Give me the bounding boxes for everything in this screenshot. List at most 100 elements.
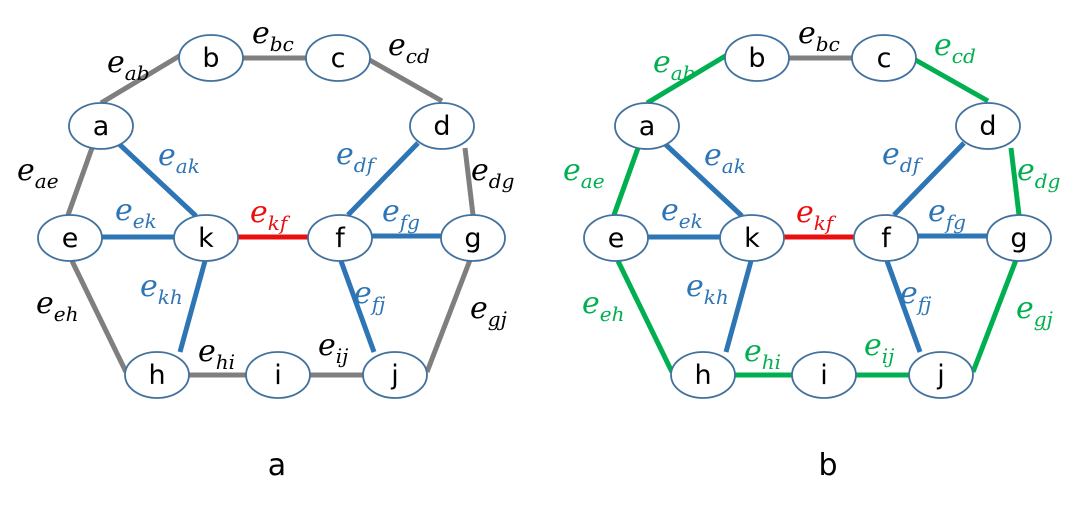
- edge-label-main: e: [661, 193, 679, 228]
- edge-label-main: e: [900, 276, 918, 311]
- node-label: c: [331, 43, 346, 74]
- node-label: h: [694, 360, 711, 391]
- edge-label-main: e: [354, 276, 372, 311]
- edge-label-gj: egj: [470, 291, 507, 331]
- edge-label-ij: eij: [318, 328, 348, 368]
- edge-label-main: e: [107, 45, 125, 80]
- edge-label-kf: ekf: [250, 195, 291, 235]
- node-label: d: [433, 111, 450, 142]
- node-ellipse: [853, 214, 919, 262]
- edge-label-main: e: [934, 28, 952, 63]
- edge-label-hi: ehi: [198, 334, 235, 374]
- edge-ab: [99, 52, 183, 106]
- node-ellipse: [986, 214, 1052, 262]
- edge-label-subscript: gj: [488, 307, 507, 331]
- edge-label-subscript: kh: [704, 285, 729, 309]
- edge-label-subscript: ij: [336, 344, 349, 368]
- edge-label-subscript: ak: [176, 154, 200, 178]
- edge-df: [346, 141, 420, 217]
- edge-label-bc: ebc: [252, 16, 294, 56]
- edge-label-subscript: hi: [762, 350, 781, 374]
- edge-label-subscript: cd: [406, 44, 430, 68]
- edge-label-main: e: [471, 153, 489, 188]
- edge-gj: [424, 259, 473, 373]
- edge-label-ab: eab: [653, 45, 696, 85]
- node-k: k: [173, 214, 239, 262]
- node-ellipse: [670, 351, 736, 399]
- edges-layer: [65, 52, 476, 378]
- edge-eh: [615, 259, 675, 374]
- edge-ae: [65, 147, 95, 216]
- node-c: c: [851, 34, 917, 82]
- edge-label-main: e: [744, 334, 762, 369]
- edge-label-main: e: [1016, 291, 1034, 326]
- edge-label-subscript: bc: [270, 32, 294, 56]
- edge-label-gj: egj: [1016, 291, 1053, 331]
- edge-label-eh: eeh: [582, 286, 624, 326]
- node-g: g: [986, 214, 1052, 262]
- edge-label-subscript: df: [900, 153, 924, 177]
- node-ellipse: [305, 34, 371, 82]
- edge-label-cd: ecd: [388, 28, 430, 68]
- edge-kh: [723, 260, 754, 353]
- edge-label-kh: ekh: [140, 269, 183, 309]
- node-ellipse: [37, 214, 103, 262]
- edge-cd: [910, 55, 990, 104]
- edge-label-main: e: [388, 28, 406, 63]
- edge-label-subscript: gj: [1034, 307, 1053, 331]
- node-label: k: [744, 223, 760, 254]
- edge-label-fg: efg: [382, 194, 420, 234]
- edge-fj: [338, 260, 377, 353]
- node-a: a: [68, 102, 134, 150]
- node-j: j: [362, 351, 428, 399]
- edge-label-ab: eab: [107, 45, 150, 85]
- node-label: c: [877, 43, 892, 74]
- edge-label-cd: ecd: [934, 28, 976, 68]
- edge-label-main: e: [115, 193, 133, 228]
- edge-label-subscript: ak: [722, 154, 746, 178]
- node-d: d: [955, 102, 1021, 150]
- node-label: i: [274, 360, 282, 391]
- node-label: g: [464, 223, 481, 254]
- edge-label-ae: eae: [17, 153, 59, 193]
- edge-label-main: e: [864, 328, 882, 363]
- edge-label-main: e: [250, 195, 268, 230]
- edge-ak: [116, 141, 198, 218]
- node-e: e: [37, 214, 103, 262]
- node-ellipse: [173, 214, 239, 262]
- edge-label-main: e: [582, 286, 600, 321]
- edge-label-dg: edg: [471, 153, 514, 193]
- edge-label-subscript: ab: [671, 61, 696, 85]
- edge-df: [892, 141, 966, 217]
- edge-label-subscript: ae: [581, 169, 605, 193]
- node-ellipse: [851, 34, 917, 82]
- edge-label-main: e: [470, 291, 488, 326]
- node-label: g: [1010, 223, 1027, 254]
- node-d: d: [409, 102, 475, 150]
- edge-label-subscript: kf: [268, 211, 291, 235]
- node-ellipse: [724, 34, 790, 82]
- edge-ak: [662, 141, 744, 218]
- edge-label-subscript: df: [354, 153, 378, 177]
- edge-label-main: e: [798, 16, 816, 51]
- node-ellipse: [908, 351, 974, 399]
- node-i: i: [791, 351, 857, 399]
- panel-caption-a: a: [268, 448, 286, 483]
- edge-label-ek: eek: [661, 193, 703, 233]
- node-ellipse: [409, 102, 475, 150]
- node-label: f: [881, 223, 892, 254]
- node-label: e: [62, 223, 79, 254]
- edge-label-main: e: [140, 269, 158, 304]
- edge-label-subscript: dg: [1035, 169, 1061, 193]
- node-ellipse: [178, 34, 244, 82]
- edge-label-main: e: [928, 194, 946, 229]
- node-g: g: [440, 214, 506, 262]
- edge-label-main: e: [336, 137, 354, 172]
- node-e: e: [583, 214, 649, 262]
- edge-label-bc: ebc: [798, 16, 840, 56]
- node-ellipse: [68, 102, 134, 150]
